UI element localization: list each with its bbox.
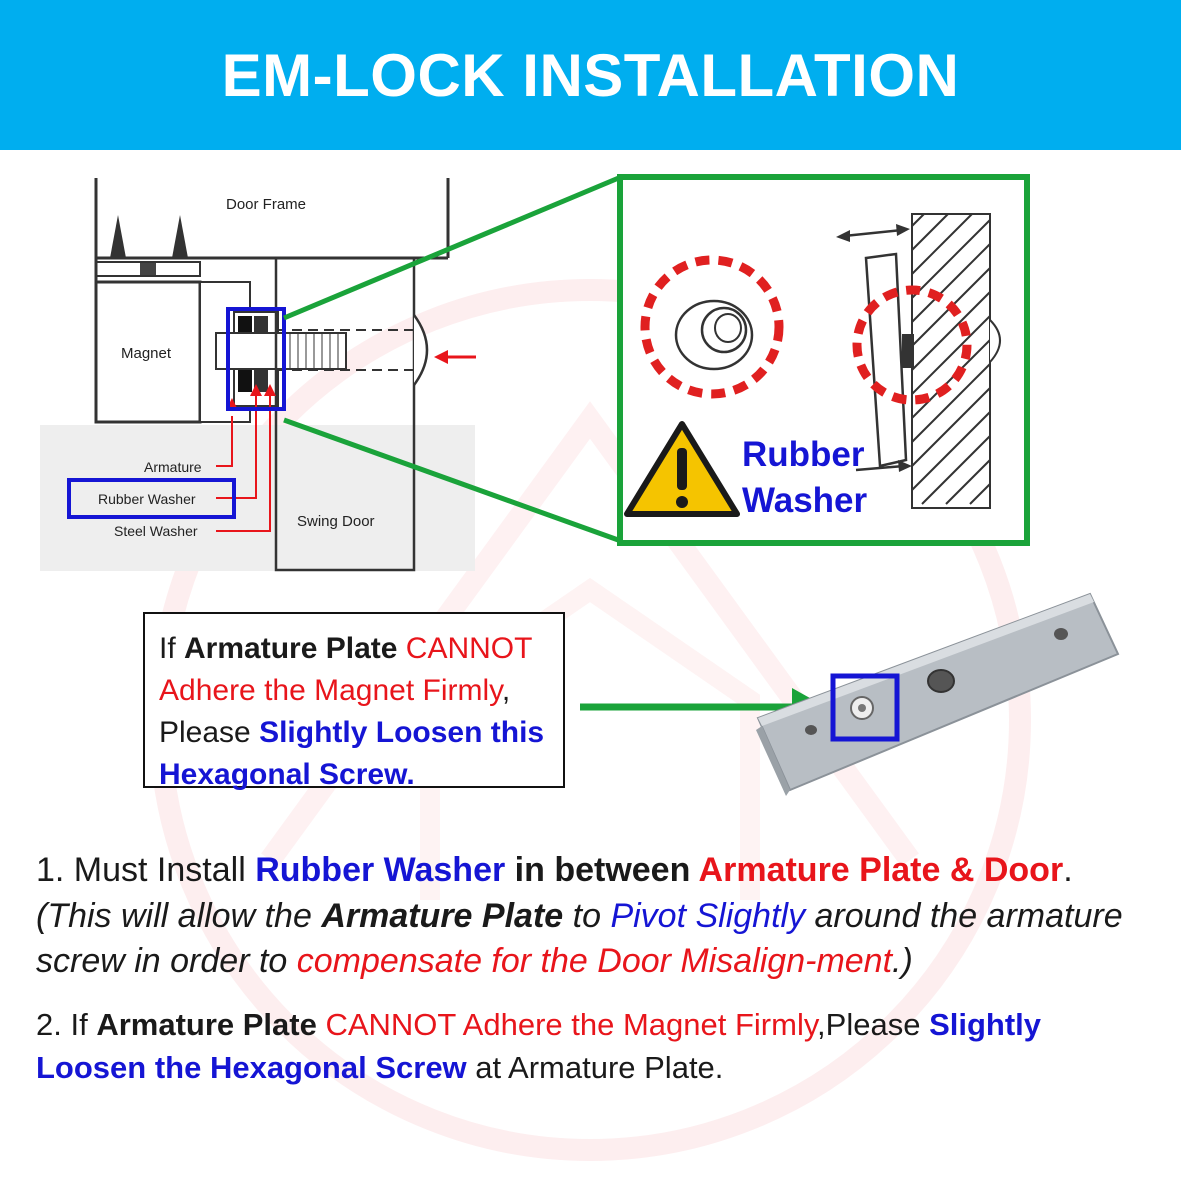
warning-icon — [624, 421, 740, 517]
hex-screw-callout: If Armature Plate CANNOT Adhere the Magn… — [143, 612, 565, 791]
label-rubber-washer: Rubber Washer — [98, 491, 196, 507]
rubber-washer-callout-label: Rubber Washer — [742, 435, 868, 520]
label-armature: Armature — [144, 459, 202, 475]
page-title: EM-LOCK INSTALLATION — [221, 41, 960, 109]
label-steel-washer: Steel Washer — [114, 523, 198, 539]
label-magnet: Magnet — [121, 345, 172, 362]
title-banner: EM-LOCK INSTALLATION — [0, 0, 1181, 150]
installation-notes: 1. Must Install Rubber Washer in between… — [36, 848, 1156, 1089]
label-door-frame: Door Frame — [226, 196, 306, 213]
rubber-washer-ring — [640, 255, 784, 399]
note-1: 1. Must Install Rubber Washer in between… — [36, 851, 1123, 980]
label-swing-door: Swing Door — [297, 513, 375, 530]
note-2: 2. If Armature Plate CANNOT Adhere the M… — [36, 1006, 1042, 1085]
